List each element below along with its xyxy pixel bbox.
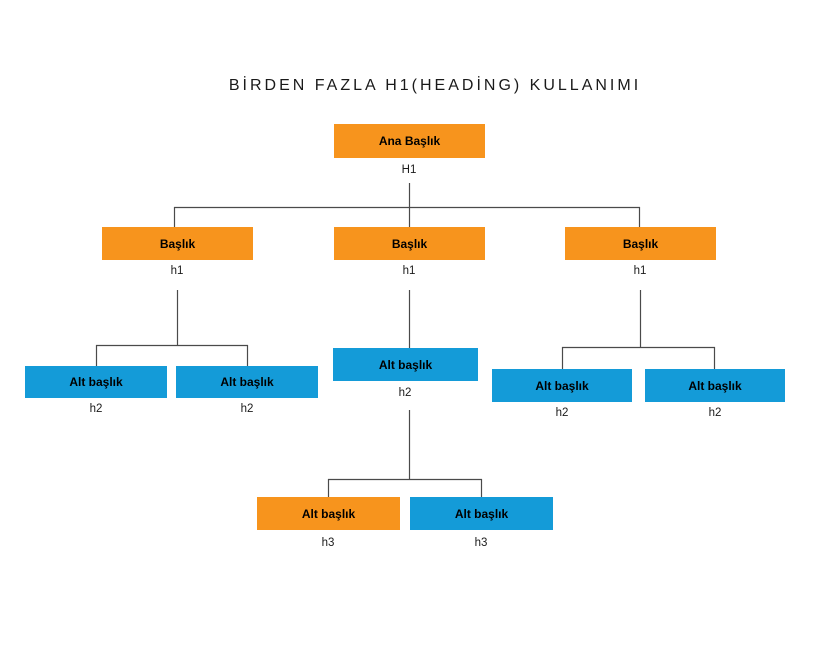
node-alt-baslik-left-1: Alt başlık xyxy=(25,366,167,398)
tag-h2-right-1: h2 xyxy=(555,407,569,419)
node-label: Alt başlık xyxy=(378,357,433,372)
node-label: Başlık xyxy=(391,236,428,251)
node-baslik-middle: Başlık xyxy=(334,227,485,260)
node-label: Başlık xyxy=(622,236,659,251)
node-label: Alt başlık xyxy=(69,375,123,389)
tag-h1-right: h1 xyxy=(633,265,647,277)
node-label: Alt başlık xyxy=(220,375,274,389)
node-baslik-right: Başlık xyxy=(565,227,716,260)
node-alt-baslik-h3-blue: Alt başlık xyxy=(410,497,553,530)
diagram-title: BİRDEN FAZLA H1(HEADİNG) KULLANIMI xyxy=(228,77,642,94)
tag-h2-left-2: h2 xyxy=(240,403,254,415)
node-alt-baslik-h3-orange: Alt başlık xyxy=(257,497,400,530)
tag-h3-left: h3 xyxy=(321,537,335,549)
node-label: Alt başlık xyxy=(301,506,356,521)
node-ana-baslik: Ana Başlık xyxy=(334,124,485,158)
node-label: Alt başlık xyxy=(535,378,589,393)
node-label: Ana Başlık xyxy=(378,134,441,148)
node-label: Alt başlık xyxy=(688,378,742,393)
tag-h1-left: h1 xyxy=(170,265,184,277)
tag-h2-middle: h2 xyxy=(398,387,412,399)
node-baslik-left: Başlık xyxy=(102,227,253,260)
node-alt-baslik-left-2: Alt başlık xyxy=(176,366,318,398)
node-alt-baslik-middle: Alt başlık xyxy=(333,348,478,381)
tag-h3-right: h3 xyxy=(474,537,488,549)
node-alt-baslik-right-1: Alt başlık xyxy=(492,369,632,402)
tag-h2-right-2: h2 xyxy=(708,407,722,419)
node-label: Başlık xyxy=(159,236,196,251)
tag-h1-root: H1 xyxy=(401,164,417,176)
tag-h1-middle: h1 xyxy=(402,265,416,277)
node-label: Alt başlık xyxy=(454,506,509,521)
node-alt-baslik-right-2: Alt başlık xyxy=(645,369,785,402)
tag-h2-left-1: h2 xyxy=(89,403,103,415)
